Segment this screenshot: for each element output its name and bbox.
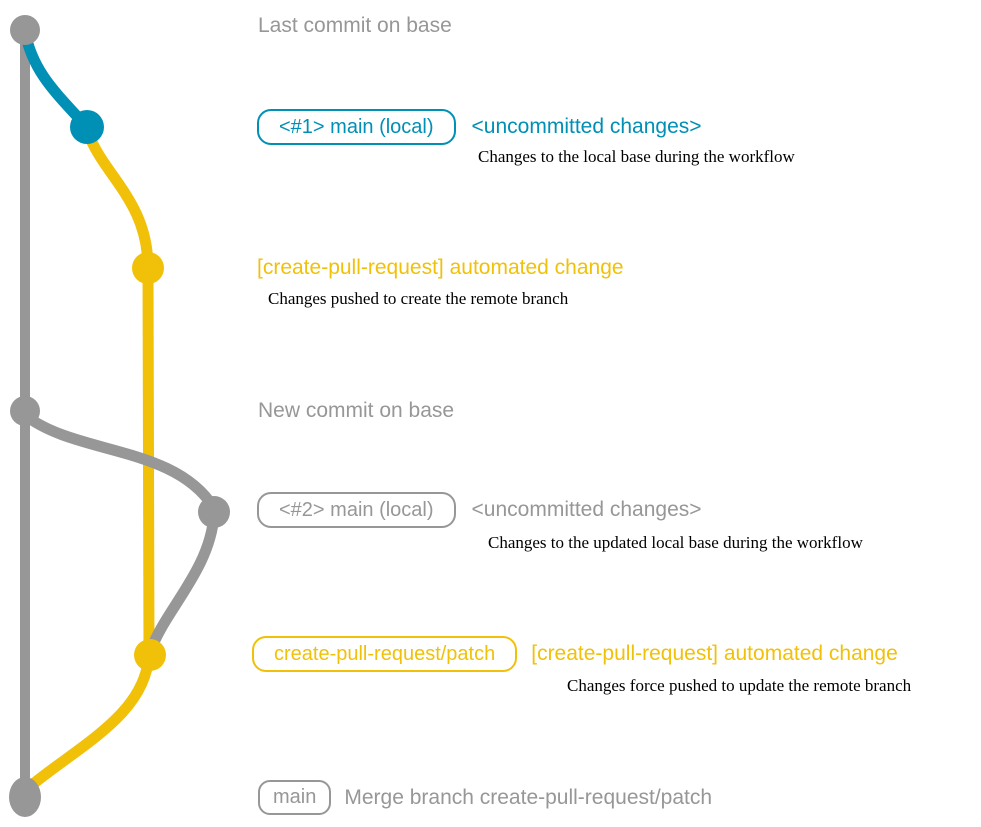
commit-dot-main-local-1 [70, 110, 104, 144]
commit-dot-new-base [10, 396, 40, 426]
row-merge: main Merge branch create-pull-request/pa… [258, 780, 712, 815]
branch-badge-main-local-2: <#2> main (local) [257, 492, 456, 528]
commit-message-merge: Merge branch create-pull-request/patch [344, 785, 713, 809]
local-branch-1-line [19, 26, 93, 133]
commit-dot-patch-2 [134, 639, 166, 671]
branch-badge-patch: create-pull-request/patch [252, 636, 518, 672]
commit-message-uncommitted-2: <uncommitted changes> [471, 498, 702, 521]
annotation-last-commit: Last commit on base [258, 14, 452, 37]
row-automated-change-1: [create-pull-request] automated change [257, 254, 624, 282]
row-main-local-1: <#1> main (local) <uncommitted changes> [257, 109, 702, 145]
branch-badge-main-local-1: <#1> main (local) [257, 109, 456, 145]
local-branch-2-line-out [19, 409, 220, 514]
patch-branch-merge-curve [22, 649, 155, 794]
patch-branch-upper-curve [81, 124, 154, 274]
row-patch-branch: create-pull-request/patch [create-pull-r… [252, 636, 898, 672]
description-push-create-branch: Changes pushed to create the remote bran… [268, 289, 569, 308]
annotation-new-commit: New commit on base [258, 399, 455, 422]
commit-dot-merge [9, 777, 41, 817]
commit-message-automated-2: [create-pull-request] automated change [531, 642, 898, 665]
commit-dot-last-base [10, 15, 40, 45]
commit-message-uncommitted-1: <uncommitted changes> [471, 115, 702, 138]
commit-dot-patch-1 [132, 252, 164, 284]
row-main-local-2: <#2> main (local) <uncommitted changes> [257, 492, 702, 528]
description-updated-local-base-changes: Changes to the updated local base during… [488, 533, 863, 552]
local-branch-2-line-in [145, 509, 220, 656]
branch-badge-main: main [258, 780, 332, 815]
commit-dot-main-local-2 [198, 496, 230, 528]
description-local-base-changes: Changes to the local base during the wor… [478, 147, 795, 166]
description-force-push-update-branch: Changes force pushed to update the remot… [567, 676, 912, 695]
commit-message-automated-1: [create-pull-request] automated change [257, 256, 624, 279]
